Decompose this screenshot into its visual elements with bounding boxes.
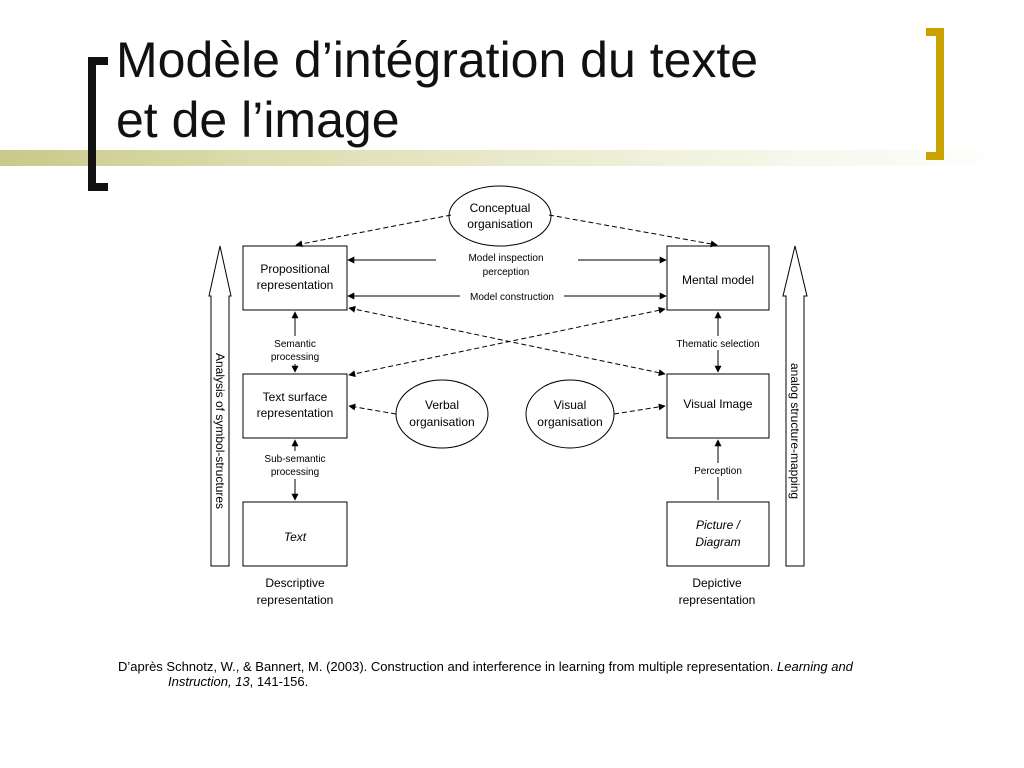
- text-surface-representation-box: [242, 373, 348, 439]
- visual-organisation-ellipse: [525, 379, 615, 449]
- left-arrow-label: Analysis of symbol-structures: [213, 353, 227, 509]
- conceptual-organisation-label-2: organisation: [467, 217, 532, 231]
- propositional-visual-image-dashed-arrow: [348, 305, 666, 377]
- text-surface-mental-model-dashed-arrow: [348, 306, 666, 378]
- model-inspection-label-1: Model inspection: [468, 253, 543, 264]
- picture-diagram-label-2: Diagram: [695, 535, 740, 549]
- perception-label-bg: [688, 463, 748, 477]
- visual-image-box: [666, 373, 770, 439]
- visual-image-label: Visual Image: [683, 397, 752, 411]
- text-label: Text: [284, 530, 307, 544]
- picture-diagram-label-1: Picture /: [696, 518, 742, 532]
- slide-title: Modèle d’intégration du texte et de l’im…: [116, 30, 906, 150]
- left-bracket-decoration: [88, 57, 108, 191]
- subsemantic-processing-label-bg: [256, 451, 334, 479]
- model-inspection-label-2: perception: [483, 267, 530, 278]
- subsemantic-processing-label-2: processing: [271, 467, 319, 478]
- thematic-selection-label: Thematic selection: [676, 339, 759, 350]
- visual-organisation-label-1: Visual: [554, 398, 586, 412]
- citation-journal: Learning and: [777, 659, 853, 674]
- descriptive-representation-label-1: Descriptive: [265, 576, 325, 590]
- slide-title-line2: et de l’image: [116, 92, 400, 148]
- right-bracket-decoration: [926, 28, 944, 160]
- conceptual-organisation-ellipse: [448, 185, 552, 247]
- conceptual-to-propositional-arrow: [295, 214, 452, 248]
- semantic-processing-label-2: processing: [271, 352, 319, 363]
- left-upward-arrow: [208, 245, 232, 567]
- citation-pages: , 141-156.: [249, 674, 309, 689]
- conceptual-to-mental-model-arrow: [548, 214, 718, 248]
- text-surface-label-2: representation: [257, 406, 334, 420]
- depictive-representation-label-1: Depictive: [692, 576, 742, 590]
- picture-diagram-box: [666, 501, 770, 567]
- text-surface-label-1: Text surface: [263, 390, 328, 404]
- perception-label: Perception: [694, 466, 742, 477]
- subsemantic-processing-label-1: Sub-semantic: [264, 454, 325, 465]
- conceptual-organisation-label-1: Conceptual: [470, 201, 531, 215]
- citation-line2: Instruction, 13, 141-156.: [118, 674, 948, 689]
- title-band: [0, 150, 1024, 166]
- propositional-label-2: representation: [257, 278, 334, 292]
- citation: D’après Schnotz, W., & Bannert, M. (2003…: [118, 659, 948, 689]
- mental-model-box: [666, 245, 770, 311]
- verbal-to-text-surface-arrow: [348, 403, 397, 415]
- right-arrow-label: analog structure-mapping: [788, 363, 802, 499]
- slide-title-line1: Modèle d’intégration du texte: [116, 32, 759, 88]
- descriptive-representation-label-2: representation: [257, 593, 334, 607]
- citation-authors: D’après Schnotz, W., & Bannert, M. (2003…: [118, 659, 777, 674]
- propositional-label-1: Propositional: [260, 262, 329, 276]
- verbal-organisation-label-1: Verbal: [425, 398, 459, 412]
- visual-to-visual-image-arrow: [613, 403, 666, 415]
- verbal-organisation-label-2: organisation: [409, 415, 474, 429]
- citation-journal-volume: Instruction, 13: [168, 674, 250, 689]
- semantic-processing-label-bg: [262, 336, 328, 364]
- mental-model-label: Mental model: [682, 273, 754, 287]
- verbal-organisation-ellipse: [395, 379, 489, 449]
- right-upward-arrow: [782, 245, 808, 567]
- depictive-representation-label-2: representation: [679, 593, 756, 607]
- text-box: [242, 501, 348, 567]
- propositional-representation-box: [242, 245, 348, 311]
- semantic-processing-label-1: Semantic: [274, 339, 316, 350]
- model-construction-label: Model construction: [470, 292, 554, 303]
- visual-organisation-label-2: organisation: [537, 415, 602, 429]
- thematic-selection-label-bg: [668, 336, 768, 350]
